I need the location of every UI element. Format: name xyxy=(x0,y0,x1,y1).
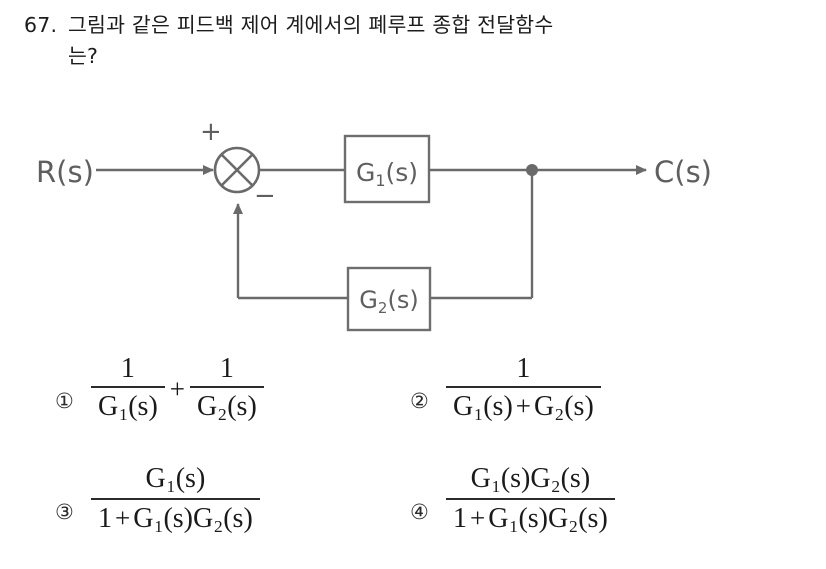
question-text-line-1: 그림과 같은 피드백 제어 계에서의 폐루프 종합 전달함수 xyxy=(68,13,554,37)
answer-option-1[interactable]: ① 1 G1(s) + 1 G2(s) xyxy=(55,352,266,425)
operator-plus: + xyxy=(515,391,531,422)
g-symbol: G xyxy=(530,463,551,494)
answer-option-2-expression: 1 G1(s)+G2(s) xyxy=(444,352,603,425)
output-signal-label: C(s) xyxy=(654,155,712,189)
g-argument: (s) xyxy=(560,463,591,494)
g-argument: (s) xyxy=(564,391,594,423)
fraction-2: 1 G1(s)+G2(s) xyxy=(446,352,601,425)
g-argument: (s) xyxy=(175,463,206,494)
summing-junction-cross-b xyxy=(220,153,254,187)
fraction-3-numerator: G1(s) xyxy=(139,462,213,497)
g-subscript: 1 xyxy=(119,404,128,424)
summing-junction xyxy=(213,146,261,194)
fraction-1a-numerator: 1 xyxy=(120,353,135,384)
g-subscript: 2 xyxy=(555,404,564,424)
answer-option-1-marker: ① xyxy=(55,389,74,414)
g-subscript: 1 xyxy=(166,476,176,496)
g-subscript: 1 xyxy=(154,517,163,537)
input-signal-label: R(s) xyxy=(36,155,94,189)
g-subscript: 2 xyxy=(569,517,578,537)
fraction-1b: 1 G2(s) xyxy=(190,352,264,425)
answer-option-3-expression: G1(s) 1+G1(s)G2(s) xyxy=(89,462,262,538)
fraction-4: G1(s)G2(s) 1+G1(s)G2(s) xyxy=(446,462,615,538)
fraction-1b-numerator: 1 xyxy=(219,353,234,384)
g-symbol: G xyxy=(193,503,214,535)
question-line-2: 는? xyxy=(68,41,784,72)
fraction-1a-denominator: G1(s) xyxy=(91,386,165,425)
answer-option-2[interactable]: ② 1 G1(s)+G2(s) xyxy=(410,352,603,425)
forward-block-g1-rect xyxy=(343,134,431,204)
fraction-3: G1(s) 1+G1(s)G2(s) xyxy=(91,462,260,538)
fraction-1b-denominator: G2(s) xyxy=(190,386,264,425)
answer-option-4-expression: G1(s)G2(s) 1+G1(s)G2(s) xyxy=(444,462,617,538)
literal-one: 1 xyxy=(453,503,467,535)
g-subscript: 1 xyxy=(474,404,483,424)
operator-plus: + xyxy=(470,503,486,534)
g-argument: (s) xyxy=(223,503,253,535)
g-symbol: G xyxy=(470,463,492,494)
g-subscript: 2 xyxy=(214,517,223,537)
g-symbol: G xyxy=(453,391,474,423)
g-symbol: G xyxy=(197,391,218,423)
g-argument: (s) xyxy=(518,503,548,535)
answer-option-2-marker: ② xyxy=(410,389,429,414)
fraction-4-denominator: 1+G1(s)G2(s) xyxy=(446,498,615,537)
feedback-block-g2: G2(s) xyxy=(346,266,432,332)
question-number: 67. xyxy=(24,13,58,37)
g-argument: (s) xyxy=(128,391,158,423)
g-argument: (s) xyxy=(500,463,531,494)
answer-option-4[interactable]: ④ G1(s)G2(s) 1+G1(s)G2(s) xyxy=(410,462,617,538)
g-subscript: 1 xyxy=(509,517,518,537)
feedback-block-g2-label: G2(s) xyxy=(359,286,418,317)
summing-plus-sign: + xyxy=(200,117,222,147)
forward-block-g1: G1(s) xyxy=(343,134,431,204)
answer-options: ① 1 G1(s) + 1 G2(s) ② 1 G1(s)+G2(s) ③ xyxy=(0,352,826,569)
question-text-line-2: 는? xyxy=(68,44,99,68)
fraction-2-numerator: 1 xyxy=(516,353,531,384)
literal-one: 1 xyxy=(98,503,112,535)
g-symbol: G xyxy=(548,503,569,535)
question-line-1: 67. 그림과 같은 피드백 제어 계에서의 폐루프 종합 전달함수 xyxy=(24,10,784,41)
g-symbol: G xyxy=(98,391,119,423)
summing-minus-sign: − xyxy=(254,181,276,211)
answer-option-3-marker: ③ xyxy=(55,500,74,525)
operator-plus: + xyxy=(169,374,185,405)
g-argument: (s) xyxy=(227,391,257,423)
g-symbol: G xyxy=(145,463,167,494)
forward-block-g1-label: G1(s) xyxy=(356,158,418,190)
fraction-3-denominator: 1+G1(s)G2(s) xyxy=(91,498,260,537)
block-diagram-svg: R(s) + − G1(s) C(s) xyxy=(36,117,712,332)
question-block: 67. 그림과 같은 피드백 제어 계에서의 폐루프 종합 전달함수 는? xyxy=(24,10,784,72)
fraction-4-numerator: G1(s)G2(s) xyxy=(464,462,598,497)
g-argument: (s) xyxy=(163,503,193,535)
answer-option-4-marker: ④ xyxy=(410,500,429,525)
g-argument: (s) xyxy=(578,503,608,535)
fraction-1a: 1 G1(s) xyxy=(91,352,165,425)
answer-option-1-expression: 1 G1(s) + 1 G2(s) xyxy=(89,352,266,425)
g-subscript: 2 xyxy=(218,404,227,424)
g-subscript: 1 xyxy=(491,476,501,496)
answer-option-3[interactable]: ③ G1(s) 1+G1(s)G2(s) xyxy=(55,462,262,538)
g-argument: (s) xyxy=(483,391,513,423)
g-symbol: G xyxy=(488,503,509,535)
g-subscript: 2 xyxy=(551,476,561,496)
block-diagram: R(s) + − G1(s) C(s) xyxy=(0,100,826,350)
operator-plus: + xyxy=(115,503,131,534)
g-symbol: G xyxy=(133,503,154,535)
g-symbol: G xyxy=(534,391,555,423)
fraction-2-denominator: G1(s)+G2(s) xyxy=(446,386,601,425)
